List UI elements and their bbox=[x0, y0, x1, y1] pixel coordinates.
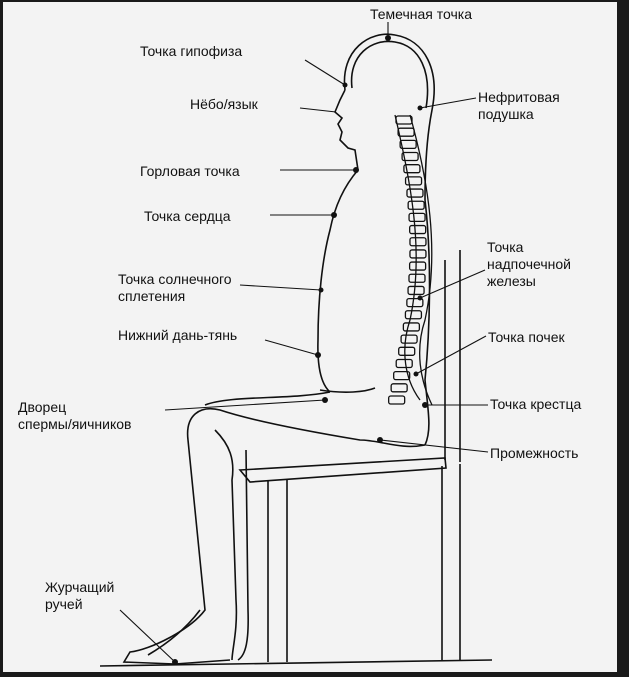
label-sacrum-point: Точка крестца bbox=[490, 396, 582, 412]
legs bbox=[122, 391, 426, 665]
vertebra bbox=[399, 139, 417, 149]
vertebra bbox=[397, 127, 415, 137]
vertebra bbox=[409, 224, 427, 235]
vertebra bbox=[408, 273, 426, 283]
vertebra bbox=[409, 237, 427, 247]
vertebra bbox=[403, 164, 421, 174]
vertebra bbox=[398, 346, 416, 356]
vertebra bbox=[404, 176, 423, 186]
diagram-canvas: Темечная точка Точка гипофиза Нёбо/язык … bbox=[3, 2, 617, 672]
label-perineum: Промежность bbox=[490, 445, 579, 461]
vertebra bbox=[402, 322, 421, 332]
label-kidney-point: Точка почек bbox=[488, 329, 565, 345]
label-adrenal-line2: надпочечной bbox=[487, 256, 571, 272]
label-jade-pillow-line1: Нефритовая bbox=[478, 89, 560, 105]
label-bubbling-spring-line2: ручей bbox=[45, 596, 83, 612]
label-bubbling-spring-line1: Журчащий bbox=[45, 579, 115, 595]
vertebra bbox=[400, 334, 418, 344]
label-adrenal-line3: железы bbox=[487, 273, 536, 289]
label-lower-dantian: Нижний дань-тянь bbox=[118, 327, 238, 343]
vertebra bbox=[406, 297, 424, 308]
vertebra bbox=[395, 115, 413, 125]
head bbox=[334, 33, 435, 201]
label-sperm-palace-line1: Дворец bbox=[18, 399, 67, 415]
vertebra bbox=[409, 249, 427, 259]
vertebra bbox=[406, 188, 424, 198]
vertebra bbox=[407, 285, 425, 296]
seated-figure-illustration bbox=[99, 22, 493, 667]
energy-points bbox=[172, 35, 428, 665]
vertebra bbox=[401, 151, 419, 162]
vertebra bbox=[393, 371, 411, 381]
vertebra bbox=[390, 383, 408, 393]
spine bbox=[388, 114, 433, 406]
floor-line bbox=[99, 659, 493, 667]
label-crown-point: Темечная точка bbox=[370, 6, 473, 22]
label-solar-plexus-line1: Точка солнечного bbox=[118, 271, 232, 287]
pointer-lines bbox=[119, 22, 489, 663]
label-solar-plexus-line2: сплетения bbox=[118, 288, 186, 304]
vertebra bbox=[388, 395, 406, 405]
label-pituitary-point: Точка гипофиза bbox=[140, 43, 243, 59]
vertebra bbox=[404, 310, 423, 320]
label-adrenal-line1: Точка bbox=[487, 239, 524, 255]
vertebra bbox=[408, 212, 426, 223]
vertebra bbox=[395, 358, 413, 369]
vertebra bbox=[408, 261, 427, 271]
label-palate-tongue: Нёбо/язык bbox=[190, 96, 258, 112]
torso bbox=[317, 169, 431, 446]
label-jade-pillow-line2: подушка bbox=[478, 106, 534, 122]
vertebra bbox=[407, 200, 425, 210]
label-heart-point: Точка сердца bbox=[144, 208, 231, 224]
chair bbox=[238, 250, 461, 662]
label-throat-point: Горловая точка bbox=[140, 163, 240, 179]
label-sperm-palace-line2: спермы/яичников bbox=[18, 416, 132, 432]
